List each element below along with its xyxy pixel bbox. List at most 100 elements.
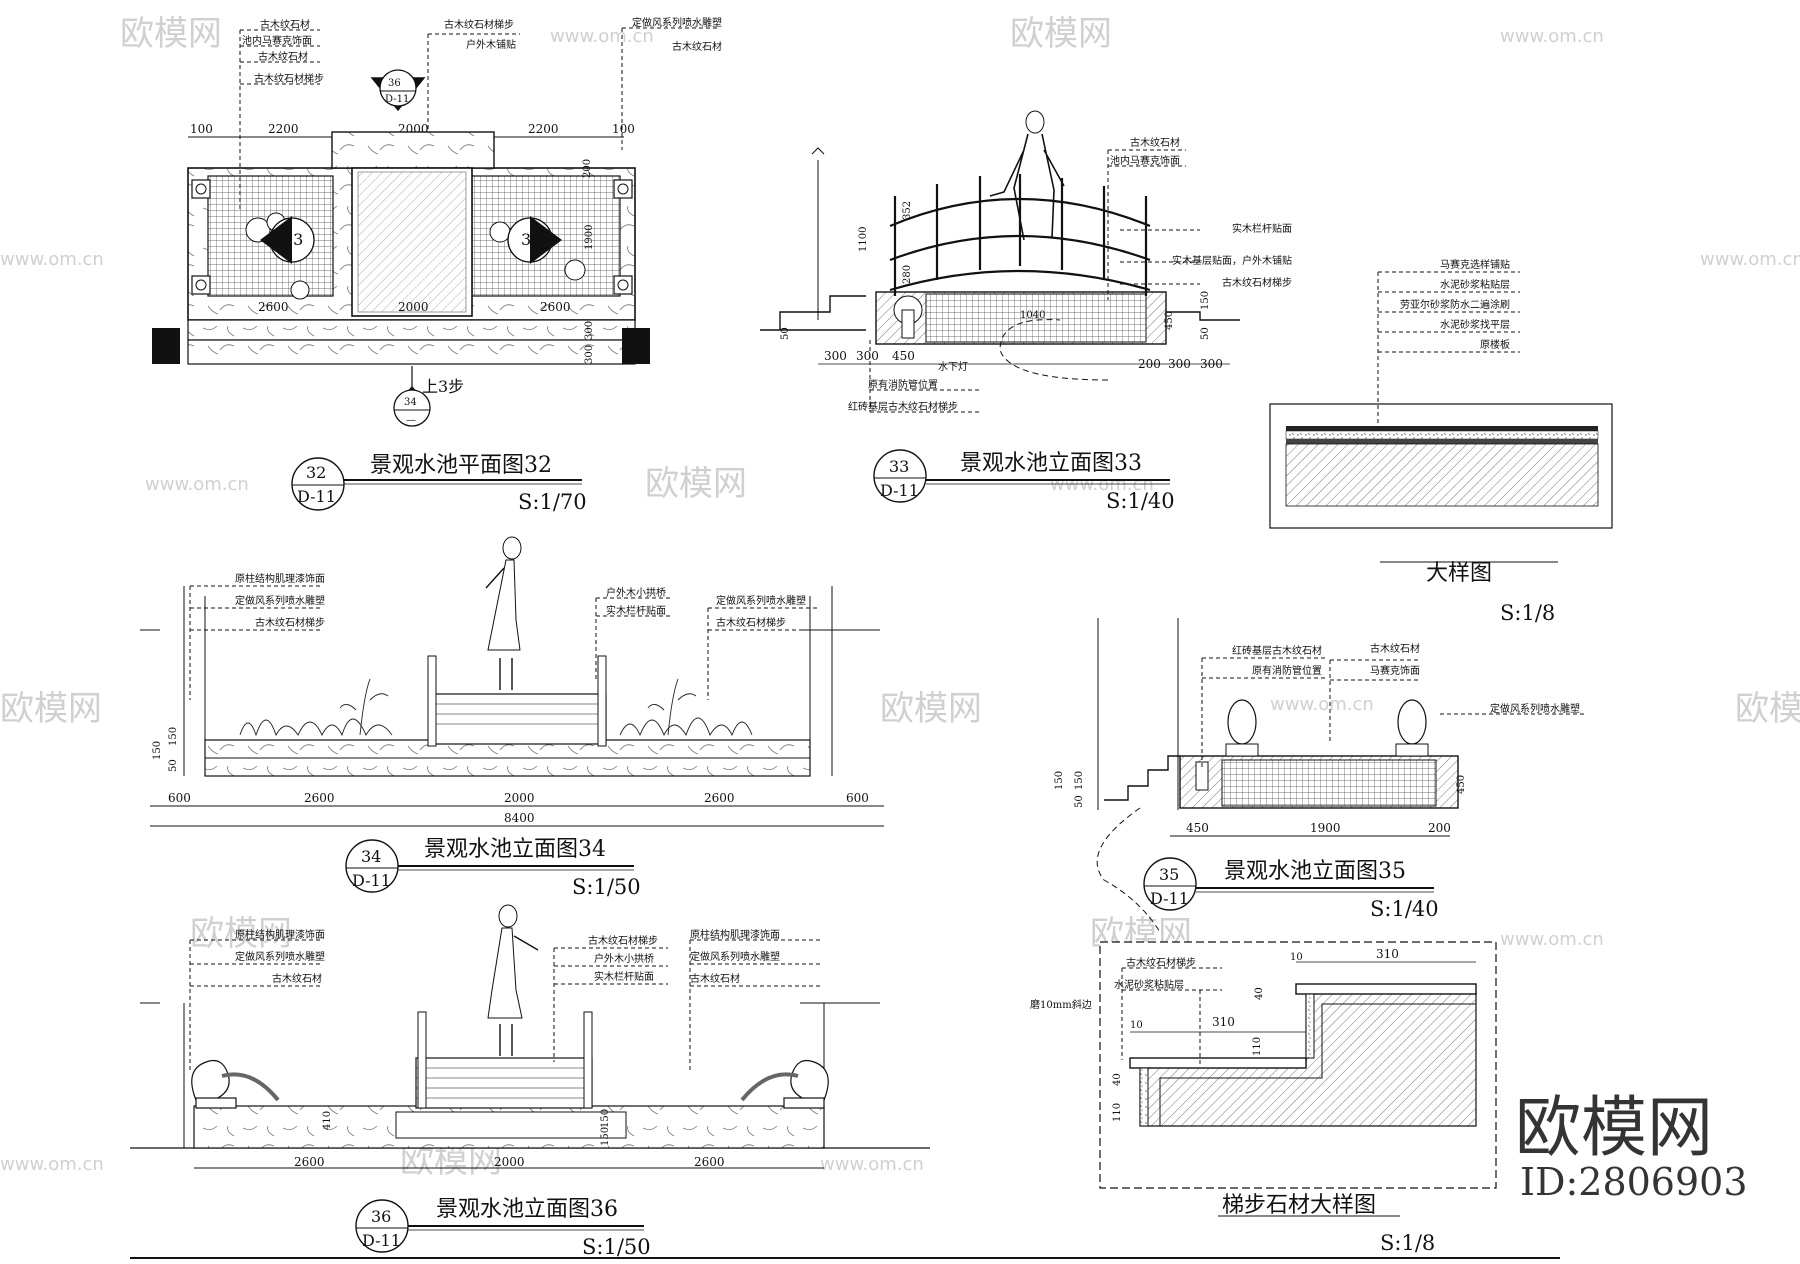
dim: 450 [1186,821,1209,835]
watermark-id: ID:2806903 [1520,1160,1748,1204]
watermark-site: www.om.cn [1700,249,1800,270]
dim: 200 [1428,821,1451,835]
layer-label: 劳亚尔砂浆防水二遍涂刷 [1400,298,1510,311]
watermark-site: www.om.cn [550,26,654,47]
callout-label: 古木纹石材梯步 [254,72,324,85]
drawing-title: 大样图 [1426,561,1492,586]
dim: 600 [168,791,191,805]
dim: 450 [1164,311,1175,330]
callout-label: 户外木铺贴 [466,38,516,51]
person-silhouette [989,110,1065,241]
dim: 150 [600,1127,611,1146]
dim: 2000 [398,300,429,314]
watermark-site: www.om.cn [145,474,249,495]
dim: 200 [582,159,593,178]
dim: 2000 [504,791,535,805]
callout-label: 原柱结构肌理漆饰面 [690,928,780,941]
section-sheet: — [406,415,416,426]
dim: 310 [1376,947,1399,961]
section-marker-34: 34 — 上3步 [393,366,464,427]
elev36-callout-labels: 原柱结构肌理漆饰面 定做风系列喷水雕塑 古木纹石材 古木纹石材梯步 户外木小拱桥… [235,928,780,985]
person-silhouette-36 [487,904,539,1056]
dim: 1100 [858,227,869,252]
dim: 110 [1252,1037,1263,1056]
watermark-site: www.om.cn [1270,694,1374,715]
elev34-title-block: 34 D-11 景观水池立面图34 S:1/50 [345,837,641,899]
callout-label: 红砖基层古木纹石材 [1232,644,1322,657]
watermark-site: www.om.cn [0,249,104,270]
section-sheet: D-11 [385,94,409,105]
callout-label: 古木纹石材 [672,40,722,53]
plan32-callouts [239,27,720,210]
dim: 2000 [494,1155,525,1169]
dim: 2600 [294,1155,325,1169]
dim: 150 [168,727,179,746]
ref-sheet: D-11 [880,481,919,500]
ref-sheet: D-11 [297,487,336,506]
watermark-brand: 欧模网 [1010,14,1112,54]
ref-num: 33 [889,457,909,476]
dim: 2600 [704,791,735,805]
section-marker-36: 36 D-11 [370,69,426,112]
callout-label: 水下灯 [938,361,968,373]
callout-label: 池内马赛克饰面 [242,34,312,47]
swan-fountain-right [740,1059,829,1109]
callout-label: 古木纹石材梯步 [1126,956,1196,969]
callout-label: 原有消防管位置 [1252,664,1322,677]
callout-label: 户外木小拱桥 [594,952,654,965]
dim: 410 [322,1111,333,1130]
ref-sheet: D-11 [1150,889,1189,908]
callout-label: 古木纹石材梯步 [444,18,514,31]
callout-label: 古木纹石材 [272,972,322,985]
dim: 600 [846,791,869,805]
callout-label: 古木纹石材 [1130,136,1180,149]
section-num: 36 [388,78,401,89]
stair-callout-labels: 古木纹石材梯步 水泥砂浆粘贴层 磨10mm斜边 [1030,956,1196,1011]
watermark-brand: 欧模网 [1735,689,1800,729]
stair-dims: 10 310 40 10 310 110 40 110 [1112,947,1476,1122]
callout-label: 古木纹石材 [260,18,310,31]
callout-label: 定做风系列喷水雕塑 [235,594,325,607]
callout-label: 户外木小拱桥 [606,586,666,599]
layer-label: 原楼板 [1480,338,1510,351]
callout-label: 实木基层贴面，户外木铺贴 [1172,254,1292,267]
dim: 2600 [694,1155,725,1169]
callout-label: 池内马赛克饰面 [1110,154,1180,167]
callout-label: 红砖基层古木纹石材梯步 [848,400,958,413]
drawing-scale: S:1/50 [572,875,641,899]
elev35-title-block: 35 D-11 景观水池立面图35 S:1/40 [1143,857,1439,921]
dim: 150 [152,741,163,760]
elev36-title-block: 36 D-11 景观水池立面图36 S:1/50 [355,1197,651,1259]
dim: 10 [1130,1020,1143,1031]
elevation-34: 150 150 50 600 2600 2000 2600 600 8400 原… [140,536,884,899]
section-num: 35 [521,230,541,249]
step-note: 上3步 [422,377,464,396]
dim: 1900 [1310,821,1341,835]
section-marker-33: 33 [260,216,315,264]
watermark-brand: 欧模网 [0,689,102,729]
callout-label: 古木纹石材 [1370,642,1420,655]
elev33-callout-labels: 古木纹石材 池内马赛克饰面 实木栏杆贴面 实木基层贴面，户外木铺贴 古木纹石材梯… [848,136,1292,413]
dim: 50 [168,759,179,772]
ref-num: 34 [361,847,381,866]
watermark-site: www.om.cn [0,1154,104,1175]
elev36-side-dims: 410 150 150 [322,1109,611,1146]
dim: 50 [1200,327,1211,340]
watermark-site: www.om.cn [1500,26,1604,47]
dim: 40 [1112,1073,1123,1086]
foliage [239,678,753,737]
callout-label: 古木纹石材梯步 [1222,276,1292,289]
callout-label: 实木栏杆贴面 [594,970,654,983]
elev35-side-dims: 150 50 150 450 [1054,771,1467,808]
plan32-dims-side: 200 1900 300 300 [582,159,595,364]
elev34-side-dims: 150 150 50 [152,727,179,772]
callout-label: 古木纹石材梯步 [588,934,658,947]
callout-label: 古木纹石材梯步 [716,616,786,629]
elev34-dims: 600 2600 2000 2600 600 8400 [168,791,869,825]
dim: 300 [584,321,595,340]
dim: 100 [612,122,635,136]
dim: 300 [824,349,847,363]
dim: 1900 [584,225,595,250]
watermark-brand: 欧模网 [645,464,747,504]
edge-note: 磨10mm斜边 [1030,998,1092,1011]
